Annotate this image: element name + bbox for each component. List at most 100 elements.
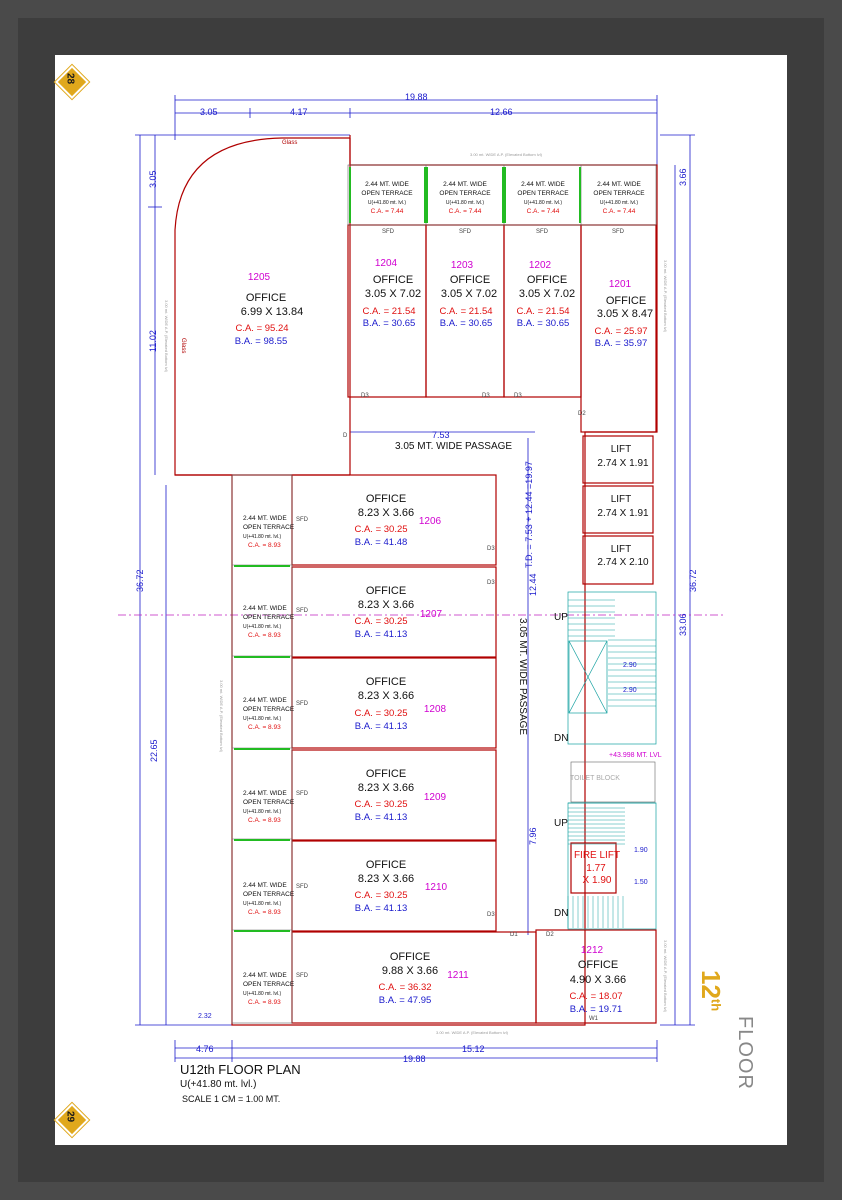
floor-number-value: 12 <box>696 970 726 999</box>
dim-top-c: 12.66 <box>490 107 513 117</box>
unit-name: OFFICE <box>366 768 406 780</box>
terrace-line1: 2.44 MT. WIDE <box>243 882 287 889</box>
unit-carpet-area: C.A. = 30.25 <box>354 616 407 627</box>
unit-size: 3.05 X 7.02 <box>441 288 497 300</box>
unit-number: 1210 <box>425 882 448 893</box>
unit-name: OFFICE <box>527 274 567 286</box>
dim-top-total: 19.88 <box>405 92 428 102</box>
dim-stair-2: 1.90 <box>634 847 648 854</box>
terrace-line2: OPEN TERRACE <box>243 706 295 713</box>
dim-pass-v2: 7.96 <box>528 827 538 845</box>
unit-carpet-area: C.A. = 30.25 <box>354 890 407 901</box>
dimension-lines <box>135 95 695 1062</box>
terrace-line2: OPEN TERRACE <box>243 891 295 898</box>
unit-1202: 1202 OFFICE 3.05 X 7.02 C.A. = 21.54 B.A… <box>516 260 575 329</box>
terrace-ca-top: C.A. = 7.44 <box>449 208 482 215</box>
plan-title: U12th FLOOR PLAN <box>180 1062 301 1077</box>
dim-top-a: 3.05 <box>200 107 218 117</box>
dim-right-b: 33.06 <box>678 613 688 636</box>
unit-1203: 1203 OFFICE 3.05 X 7.02 C.A. = 21.54 B.A… <box>439 260 497 329</box>
unit-name: OFFICE <box>366 676 406 688</box>
terrace-line1: 2.44 MT. WIDE <box>243 605 287 612</box>
unit-built-area: B.A. = 41.48 <box>355 537 408 548</box>
unit-name: OFFICE <box>606 295 646 307</box>
unit-name: OFFICE <box>246 292 286 304</box>
unit-number: 1205 <box>248 272 271 283</box>
fire-lift-size-a: 1.77 <box>586 863 606 874</box>
unit-size: 6.99 X 13.84 <box>241 306 303 318</box>
terrace-railings <box>234 167 581 932</box>
lift-size: 2.74 X 2.10 <box>597 557 649 568</box>
terrace-level: U(+41.80 mt. lvl.) <box>243 716 282 722</box>
unit-number: 1207 <box>420 609 443 620</box>
dim-pass-v: 12.44 <box>528 573 538 596</box>
terrace-line1: 2.44 MT. WIDE <box>243 697 287 704</box>
unit-carpet-area: C.A. = 21.54 <box>439 306 492 317</box>
unit-size: 8.23 X 3.66 <box>358 690 414 702</box>
floor-number: 12th <box>695 970 726 1100</box>
front-road-label: 3.00 mt. WIDE A.P. (Elevated Bottom lvl) <box>436 1030 509 1035</box>
door-label: D2 <box>546 932 554 938</box>
window-label: W1 <box>589 1016 599 1022</box>
unit-built-area: B.A. = 30.65 <box>517 318 570 329</box>
unit-built-area: B.A. = 47.95 <box>379 995 432 1006</box>
floor-number-suffix: th <box>708 998 724 1012</box>
glass-label: Glass <box>282 140 297 146</box>
rear-road-label: 3.00 mt. WIDE A.P. (Elevated Bottom lvl) <box>470 152 543 157</box>
terrace-line1: 2.44 MT. WIDE <box>243 515 287 522</box>
plan-level: U(+41.80 mt. lvl.) <box>180 1079 257 1090</box>
level-mark: +43.998 MT. LVL <box>609 752 662 759</box>
side-margin-label: 3.00 mt. WIDE A.P. (Elevated Bottom lvl) <box>164 300 169 373</box>
door-label: D3 <box>487 580 495 586</box>
unit-carpet-area: C.A. = 30.25 <box>354 708 407 719</box>
dim-stair: 2.90 <box>623 662 637 669</box>
dim-passage-w: 7.53 <box>432 430 450 440</box>
terrace-line1: 2.44 MT. WIDE <box>597 181 641 188</box>
unit-1211: OFFICE 9.88 X 3.66 1211 C.A. = 36.32 B.A… <box>378 951 469 1006</box>
unit-carpet-area: C.A. = 21.54 <box>362 306 415 317</box>
lift-size: 2.74 X 1.91 <box>597 458 649 469</box>
terrace-level: U(+41.80 mt. lvl.) <box>446 200 485 206</box>
passage-vertical: 3.05 MT. WIDE PASSAGE <box>517 618 528 735</box>
terrace-level: U(+41.80 mt. lvl.) <box>600 200 639 206</box>
terrace-line2: OPEN TERRACE <box>593 190 645 197</box>
unit-carpet-area: C.A. = 30.25 <box>354 799 407 810</box>
terrace-level: U(+41.80 mt. lvl.) <box>243 901 282 907</box>
dim-top-b: 4.17 <box>290 107 308 117</box>
door-label: D2 <box>578 411 586 417</box>
unit-carpet-area: C.A. = 18.07 <box>569 991 622 1002</box>
terrace-ca-top: C.A. = 7.44 <box>527 208 560 215</box>
sfd-label: SFD <box>296 701 309 707</box>
passage-labels: 3.05 MT. WIDE PASSAGE 3.05 MT. WIDE PASS… <box>395 441 620 919</box>
lifts: LIFT 2.74 X 1.91 LIFT 2.74 X 1.91 LIFT 2… <box>574 444 649 886</box>
unit-built-area: B.A. = 41.13 <box>355 812 408 823</box>
door-label: D1 <box>510 932 518 938</box>
unit-number: 1201 <box>609 279 632 290</box>
terrace-line2: OPEN TERRACE <box>243 524 295 531</box>
unit-number: 1206 <box>419 516 442 527</box>
terrace-line1: 2.44 MT. WIDE <box>365 181 409 188</box>
lift-name: LIFT <box>611 494 632 505</box>
terrace-ca-side: C.A. = 8.93 <box>248 999 281 1006</box>
stair-down-label-2: DN <box>554 908 568 919</box>
terrace-ca-top: C.A. = 7.44 <box>371 208 404 215</box>
unit-size: 8.23 X 3.66 <box>358 507 414 519</box>
dimension-labels: 19.88 3.05 4.17 12.66 3.05 11.02 36.72 2… <box>135 92 698 1064</box>
side-margin-label-2: 3.00 mt. WIDE A.P. (Elevated Bottom lvl) <box>219 680 224 753</box>
toilet-block-label: TOILET BLOCK <box>570 775 620 782</box>
unit-built-area: B.A. = 35.97 <box>595 338 648 349</box>
unit-size: 8.23 X 3.66 <box>358 599 414 611</box>
terrace-line1: 2.44 MT. WIDE <box>521 181 565 188</box>
terrace-ca-top: C.A. = 7.44 <box>603 208 636 215</box>
unit-built-area: B.A. = 98.55 <box>235 336 288 347</box>
floor-word: FLOOR <box>734 1016 756 1090</box>
terrace-level: U(+41.80 mt. lvl.) <box>524 200 563 206</box>
terraces: 2.44 MT. WIDE OPEN TERRACE U(+41.80 mt. lv… <box>361 181 645 215</box>
terrace-line1: 2.44 MT. WIDE <box>443 181 487 188</box>
terrace-level: U(+41.80 mt. lvl.) <box>243 809 282 815</box>
terrace-level: U(+41.80 mt. lvl.) <box>243 624 282 630</box>
dim-td: T.D. = 7.53 + 12.44 =19.97 <box>524 461 534 568</box>
terrace-ca-side: C.A. = 8.93 <box>248 817 281 824</box>
dim-left-total: 36.72 <box>135 569 145 592</box>
sfd-label: SFD <box>296 608 309 614</box>
